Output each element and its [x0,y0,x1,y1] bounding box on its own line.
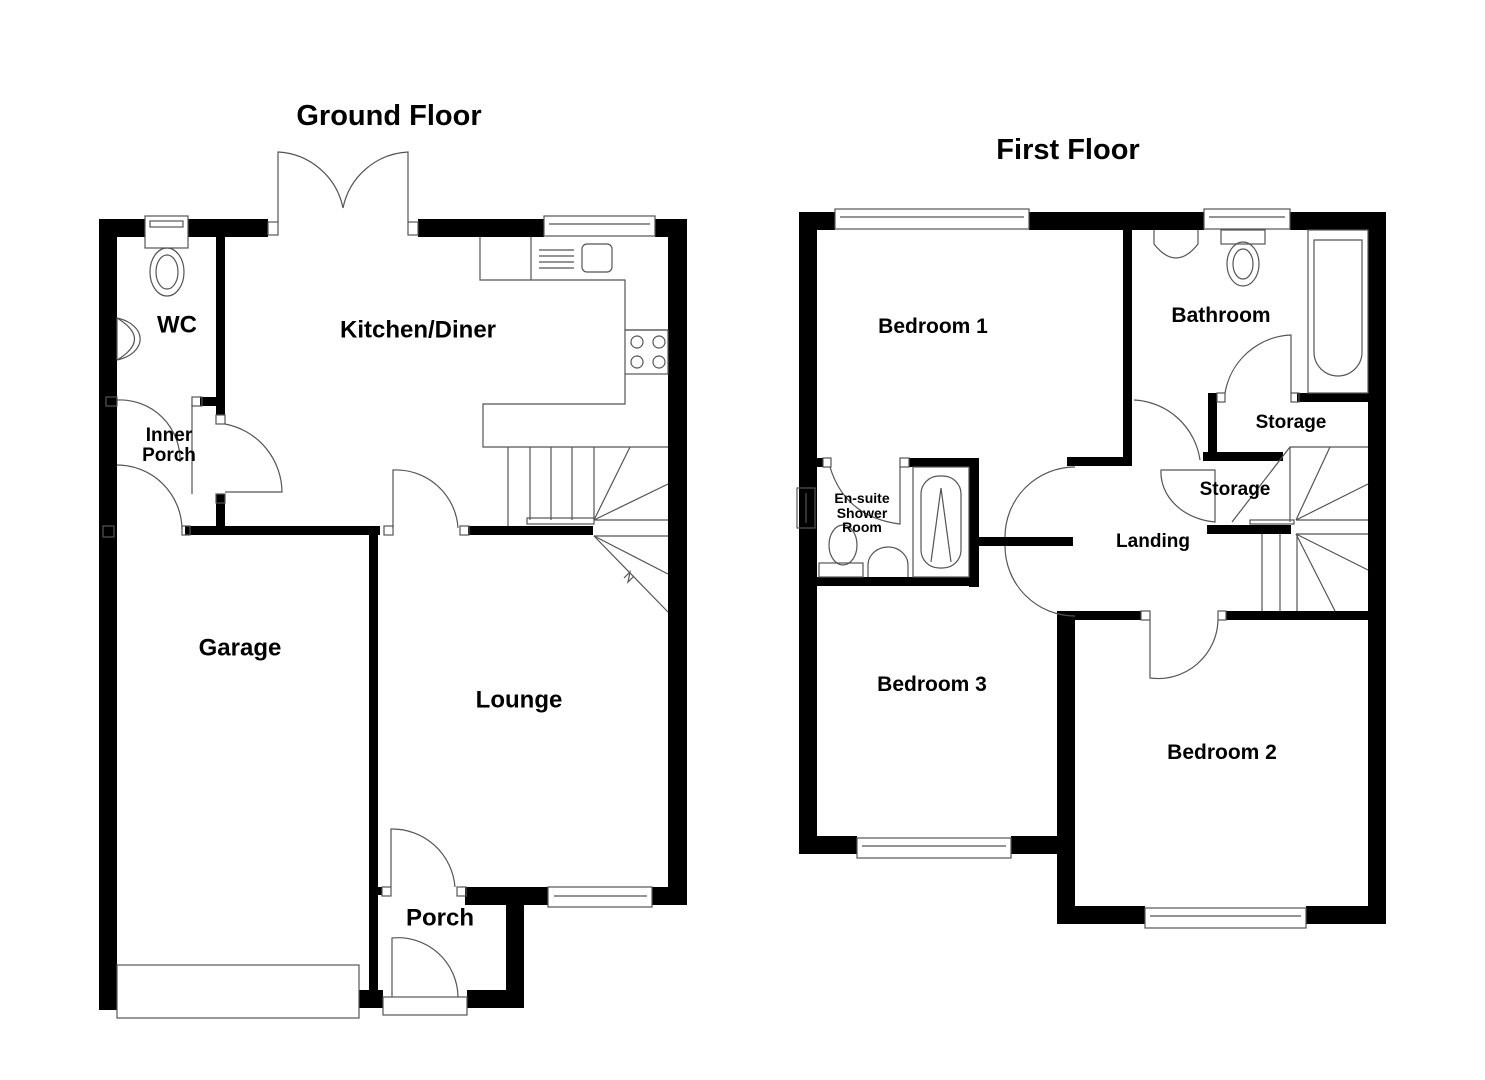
first-floor-title: First Floor [996,133,1140,166]
room-label-storage-lower: Storage [1199,479,1271,501]
room-label-bedroom-2: Bedroom 2 [1167,740,1277,764]
room-label-garage: Garage [198,634,282,662]
ground-floor-title: Ground Floor [296,99,482,132]
room-label-storage-upper: Storage [1255,412,1327,434]
room-label-kitchen-diner: Kitchen/Diner [339,316,497,344]
room-label-wc: WC [157,311,197,339]
room-label-ensuite-line2: Shower [836,504,888,521]
room-label-inner-porch-line2: Porch [142,445,196,466]
room-label-lounge: Lounge [475,686,563,714]
room-label-porch: Porch [405,904,475,932]
ground-floor-fixtures [102,151,669,1019]
room-label-bathroom: Bathroom [1171,303,1271,327]
room-label-bedroom-3: Bedroom 3 [877,672,987,696]
room-label-landing: Landing [1116,531,1190,553]
room-label-ensuite-shower-room: En-suite Shower Room [834,491,889,535]
room-label-inner-porch-line1: Inner [145,425,193,447]
first-floor-walls [799,212,1386,924]
room-label-ensuite-line1: En-suite [834,489,890,506]
room-label-bedroom-1: Bedroom 1 [878,314,988,338]
first-floor-fixtures [796,208,1369,929]
ground-floor-walls [99,219,687,1010]
room-label-ensuite-line3: Room [842,519,882,536]
room-label-inner-porch: Inner Porch [142,426,196,466]
